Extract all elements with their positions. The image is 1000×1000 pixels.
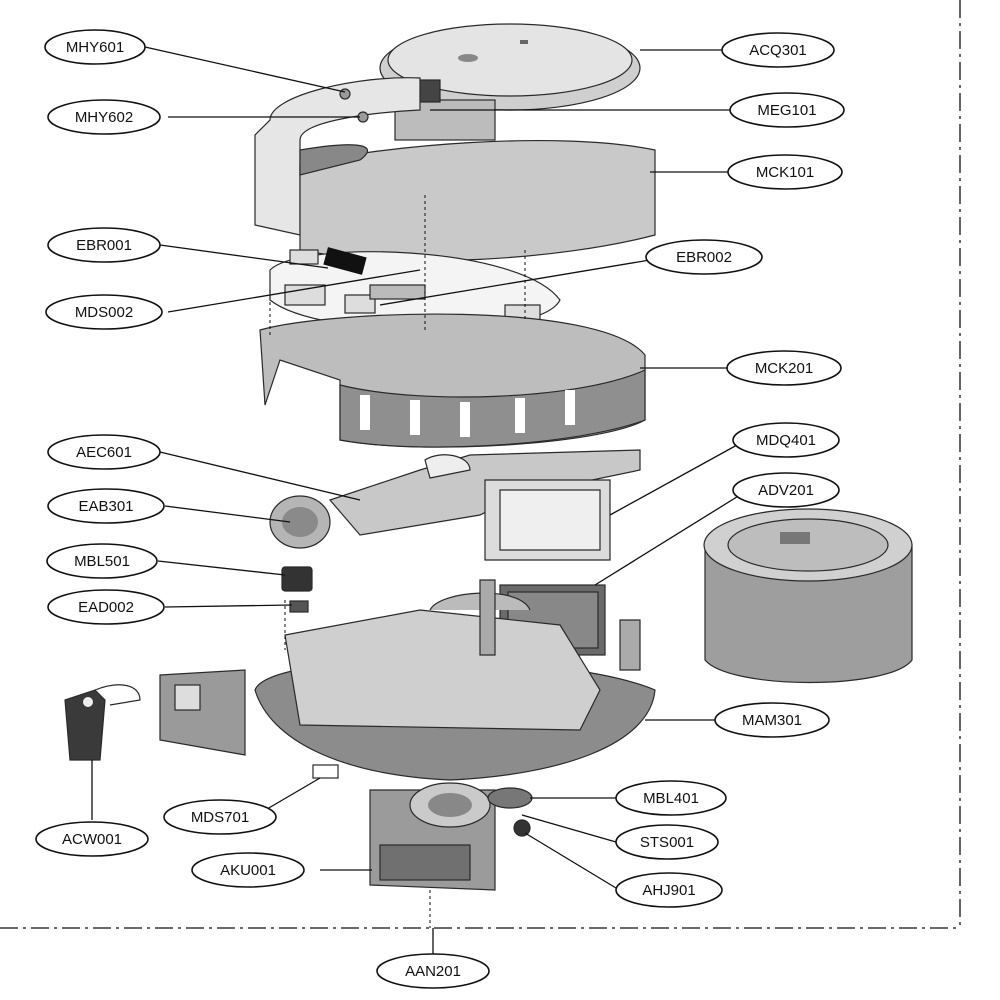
part-base [254,579,656,781]
svg-text:MAM301: MAM301 [742,712,802,729]
part-small-knob [513,819,531,837]
label-mhy601: MHY601 [44,29,146,65]
label-acq301: ACQ301 [721,32,835,68]
part-small-connector [289,600,309,613]
label-mdq401: MDQ401 [732,422,840,458]
label-acw001: ACW001 [35,821,149,857]
label-ahj901: AHJ901 [615,872,723,908]
label-mds002: MDS002 [45,294,163,330]
part-canister [703,508,913,684]
label-adv201: ADV201 [732,472,840,508]
svg-text:EAB301: EAB301 [78,498,133,515]
label-sts001: STS001 [615,824,719,860]
svg-text:MBL401: MBL401 [643,790,699,807]
svg-text:MHY602: MHY602 [75,109,133,126]
part-filter-housing [484,479,611,561]
label-mds701: MDS701 [163,799,277,835]
part-block-black [281,566,313,592]
svg-text:MEG101: MEG101 [757,102,816,119]
svg-text:MDQ401: MDQ401 [756,432,816,449]
label-aec601: AEC601 [47,434,161,470]
part-handle [64,684,141,761]
svg-text:EBR002: EBR002 [676,249,732,266]
svg-text:AEC601: AEC601 [76,444,132,461]
label-ebr002: EBR002 [645,239,763,275]
svg-text:AAN201: AAN201 [405,963,461,980]
label-ead002: EAD002 [47,589,165,625]
svg-text:MDS002: MDS002 [75,304,133,321]
svg-text:MHY601: MHY601 [66,39,124,56]
part-lid [379,23,641,111]
part-pcb-boards [269,247,561,331]
part-motor [369,782,496,891]
svg-text:AHJ901: AHJ901 [642,882,695,899]
svg-text:ACQ301: ACQ301 [749,42,807,59]
label-ebr001: EBR001 [47,227,161,263]
svg-text:EAD002: EAD002 [78,599,134,616]
part-small-pad [312,764,339,779]
svg-text:STS001: STS001 [640,834,694,851]
svg-text:EBR001: EBR001 [76,237,132,254]
part-small-disc [487,787,533,809]
assembly-axis-lines [269,195,526,928]
leader-lines [91,46,741,955]
label-eab301: EAB301 [47,488,165,524]
svg-text:ACW001: ACW001 [62,831,122,848]
svg-text:MBL501: MBL501 [74,553,130,570]
label-mhy602: MHY602 [47,99,161,135]
svg-text:MDS701: MDS701 [191,809,249,826]
part-wheel [269,495,331,549]
frame-border [0,0,961,929]
label-mck101: MCK101 [727,154,843,190]
label-mbl401: MBL401 [615,780,727,816]
svg-text:MCK201: MCK201 [755,360,813,377]
label-mck201: MCK201 [726,350,842,386]
svg-text:AKU001: AKU001 [220,862,276,879]
label-mbl501: MBL501 [46,543,158,579]
label-aku001: AKU001 [191,852,305,888]
svg-text:MCK101: MCK101 [756,164,814,181]
part-middle-frame [259,313,646,448]
part-side-bracket [159,669,246,756]
label-mam301: MAM301 [714,702,830,738]
svg-text:ADV201: ADV201 [758,482,814,499]
part-screw-1 [339,88,351,100]
label-meg101: MEG101 [729,92,845,128]
label-aan201: AAN201 [376,953,490,989]
